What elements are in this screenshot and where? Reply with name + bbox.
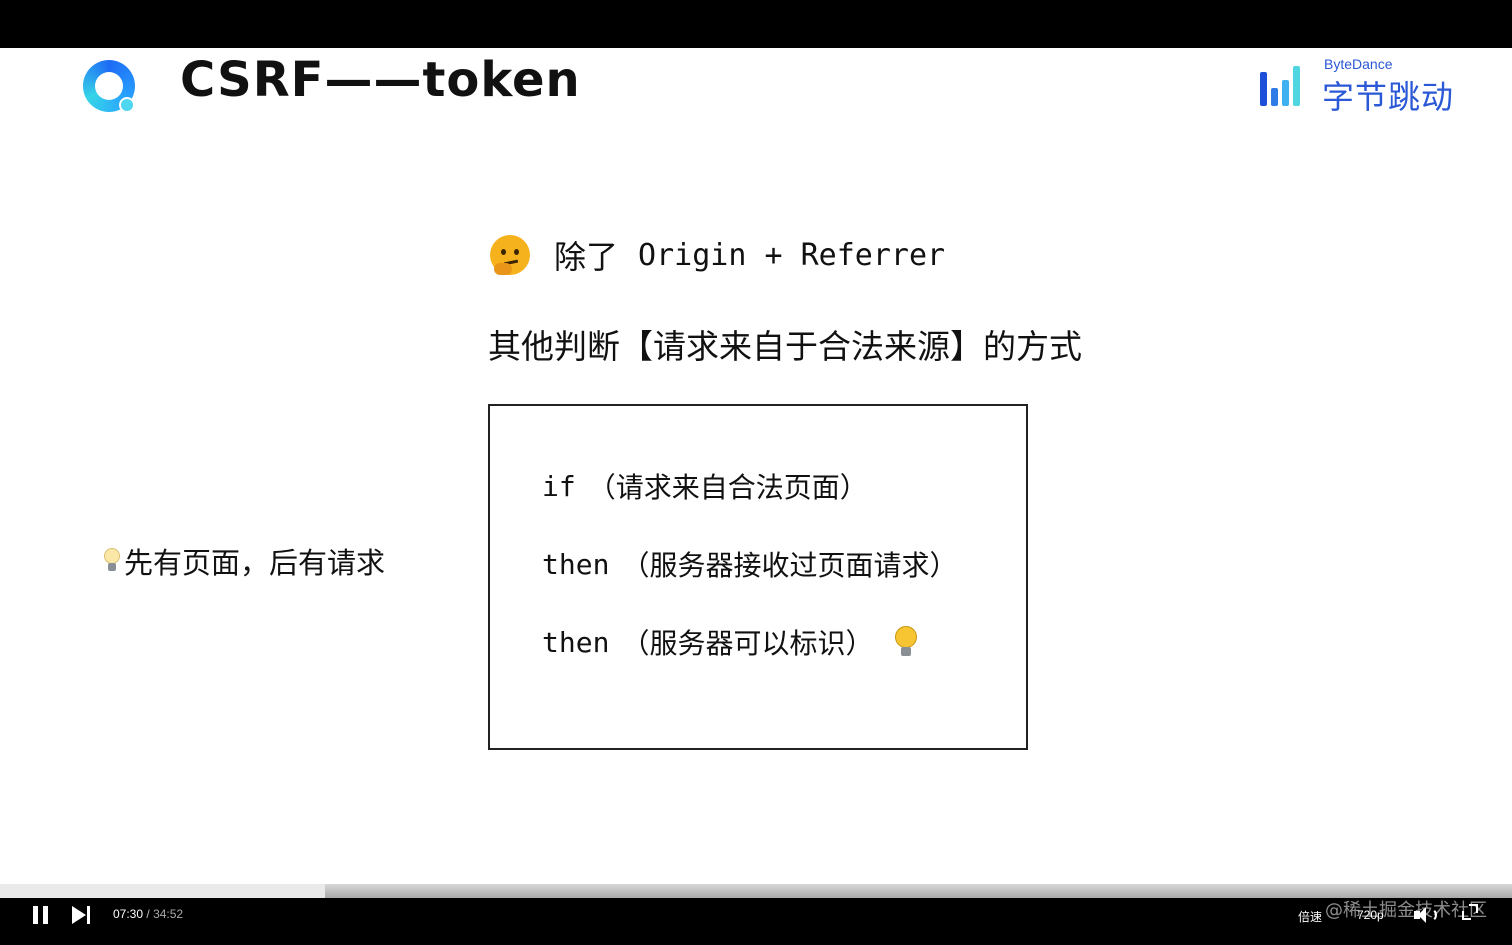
code-text: （请求来自合法页面） — [587, 471, 868, 504]
quality-button[interactable]: 720p — [1357, 908, 1384, 922]
watermark: @稀土掘金技术社区 — [1325, 900, 1487, 921]
code-box: if （请求来自合法页面） then （服务器接收过页面请求） then （服务… — [488, 404, 1028, 750]
code-keyword: if — [542, 469, 576, 503]
current-time: 07:30 — [113, 907, 144, 921]
pause-button[interactable] — [33, 906, 49, 924]
code-line: then （服务器可以标识） — [542, 622, 918, 662]
fullscreen-icon[interactable] — [1462, 904, 1478, 920]
time-display: 07:30 / 34:52 — [113, 907, 183, 921]
next-button[interactable] — [72, 906, 92, 924]
thinking-face-icon — [490, 235, 530, 275]
code-keyword: then — [542, 625, 610, 659]
volume-icon[interactable] — [1414, 906, 1440, 924]
video-slide — [0, 48, 1512, 884]
code-text: （服务器可以标识） — [621, 627, 874, 660]
progress-played — [0, 884, 326, 898]
time-separator: / — [146, 907, 150, 921]
brand-name-en: ByteDance — [1324, 56, 1393, 72]
duration: 34:52 — [153, 907, 184, 921]
speed-button[interactable]: 倍速 — [1298, 910, 1323, 924]
top-letterbox — [0, 0, 1512, 48]
code-line: if （请求来自合法页面） — [542, 466, 868, 506]
brand-name-cn: 字节跳动 — [1322, 78, 1455, 116]
intro-cn: 除了 — [554, 238, 619, 276]
lightbulb-icon — [104, 548, 120, 574]
bytedance-logo: ByteDance 字节跳动 — [1260, 56, 1470, 116]
side-note: 先有页面，后有请求 — [104, 540, 385, 582]
lightbulb-icon — [895, 626, 918, 658]
code-text: （服务器接收过页面请求） — [621, 549, 958, 582]
intro-line: 除了 Origin + Referrer — [490, 233, 945, 277]
intro-code: Origin + Referrer — [638, 237, 946, 273]
code-keyword: then — [542, 547, 610, 581]
player-controls: 07:30 / 34:52 倍速 720p — [0, 898, 1512, 945]
bytedance-bars-icon — [1260, 66, 1310, 106]
slide-title: CSRF——token — [180, 52, 581, 108]
side-note-text: 先有页面，后有请求 — [124, 546, 386, 580]
code-line: then （服务器接收过页面请求） — [542, 544, 957, 584]
subheading: 其他判断【请求来自于合法来源】的方式 — [488, 327, 1082, 366]
progress-bar[interactable] — [0, 884, 1512, 898]
